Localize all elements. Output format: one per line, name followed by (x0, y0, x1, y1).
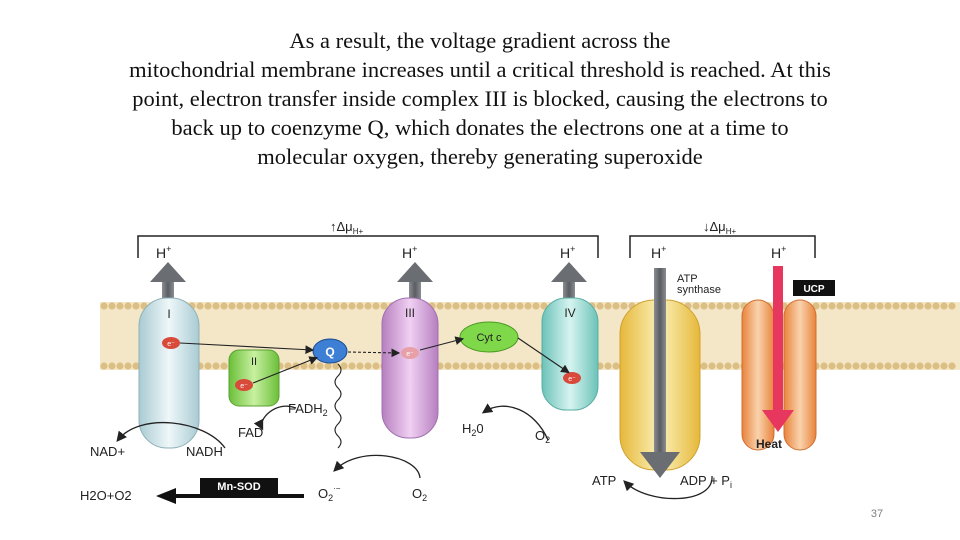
heat-label: Heat (756, 437, 782, 451)
fad-label: FAD (238, 425, 263, 440)
delta-mu-left: ↑ΔμH+ (330, 219, 363, 236)
svg-text:e⁻: e⁻ (568, 376, 576, 383)
svg-text:e⁻: e⁻ (167, 341, 175, 348)
gradient-brackets (138, 236, 815, 258)
svg-text:Q: Q (325, 345, 334, 359)
svg-text:III: III (405, 306, 415, 320)
nadh-label: NADH (186, 444, 223, 459)
electron-complex-3: e⁻ (401, 347, 419, 359)
svg-text:↑ΔμH+: ↑ΔμH+ (330, 219, 363, 236)
complex-IV: IV (542, 298, 598, 410)
svg-text:Cyt c: Cyt c (476, 332, 502, 344)
delta-mu-right: ↓ΔμH+ (703, 219, 736, 236)
cytochrome-c: Cyt c (460, 322, 518, 352)
h-plus-label-ucp: H+ (771, 244, 786, 261)
svg-text:↓ΔμH+: ↓ΔμH+ (703, 219, 736, 236)
superoxide-label: O2·− (318, 484, 341, 503)
complex-II: II (229, 350, 279, 406)
products-label: H2O+O2 (80, 488, 132, 503)
electron-complex-2: e⁻ (235, 379, 253, 391)
h2o-label: H20 (462, 421, 484, 438)
o2-label-complex-4: O2 (535, 428, 550, 445)
svg-text:II: II (251, 356, 257, 368)
atp-label: ATP (592, 473, 616, 488)
svg-text:I: I (167, 307, 170, 321)
complex-I: I (139, 298, 199, 448)
svg-text:IV: IV (564, 306, 575, 320)
electron-complex-1: e⁻ (162, 337, 180, 349)
h-plus-label-3: H+ (402, 244, 417, 261)
o2-label-bottom: O2 (412, 486, 427, 503)
svg-text:UCP: UCP (803, 284, 824, 295)
h-plus-label-atp: H+ (651, 244, 666, 261)
mn-sod-reaction: Mn-SOD H2O+O2 (80, 478, 304, 504)
svg-text:e⁻: e⁻ (406, 351, 414, 358)
svg-text:Mn-SOD: Mn-SOD (217, 481, 260, 493)
nad-plus-label: NAD+ (90, 444, 125, 459)
adp-pi-label: ADP + Pi (680, 473, 732, 490)
svg-text:synthase: synthase (677, 284, 721, 296)
electron-complex-4: e⁻ (563, 372, 581, 384)
complex-III: III (382, 298, 438, 438)
page-number: 37 (862, 508, 892, 520)
h-plus-label-4: H+ (560, 244, 575, 261)
h-plus-label-1: H+ (156, 244, 171, 261)
fadh2-label: FADH2 (288, 401, 328, 418)
coenzyme-q: Q (313, 339, 347, 363)
svg-text:e⁻: e⁻ (240, 383, 248, 390)
